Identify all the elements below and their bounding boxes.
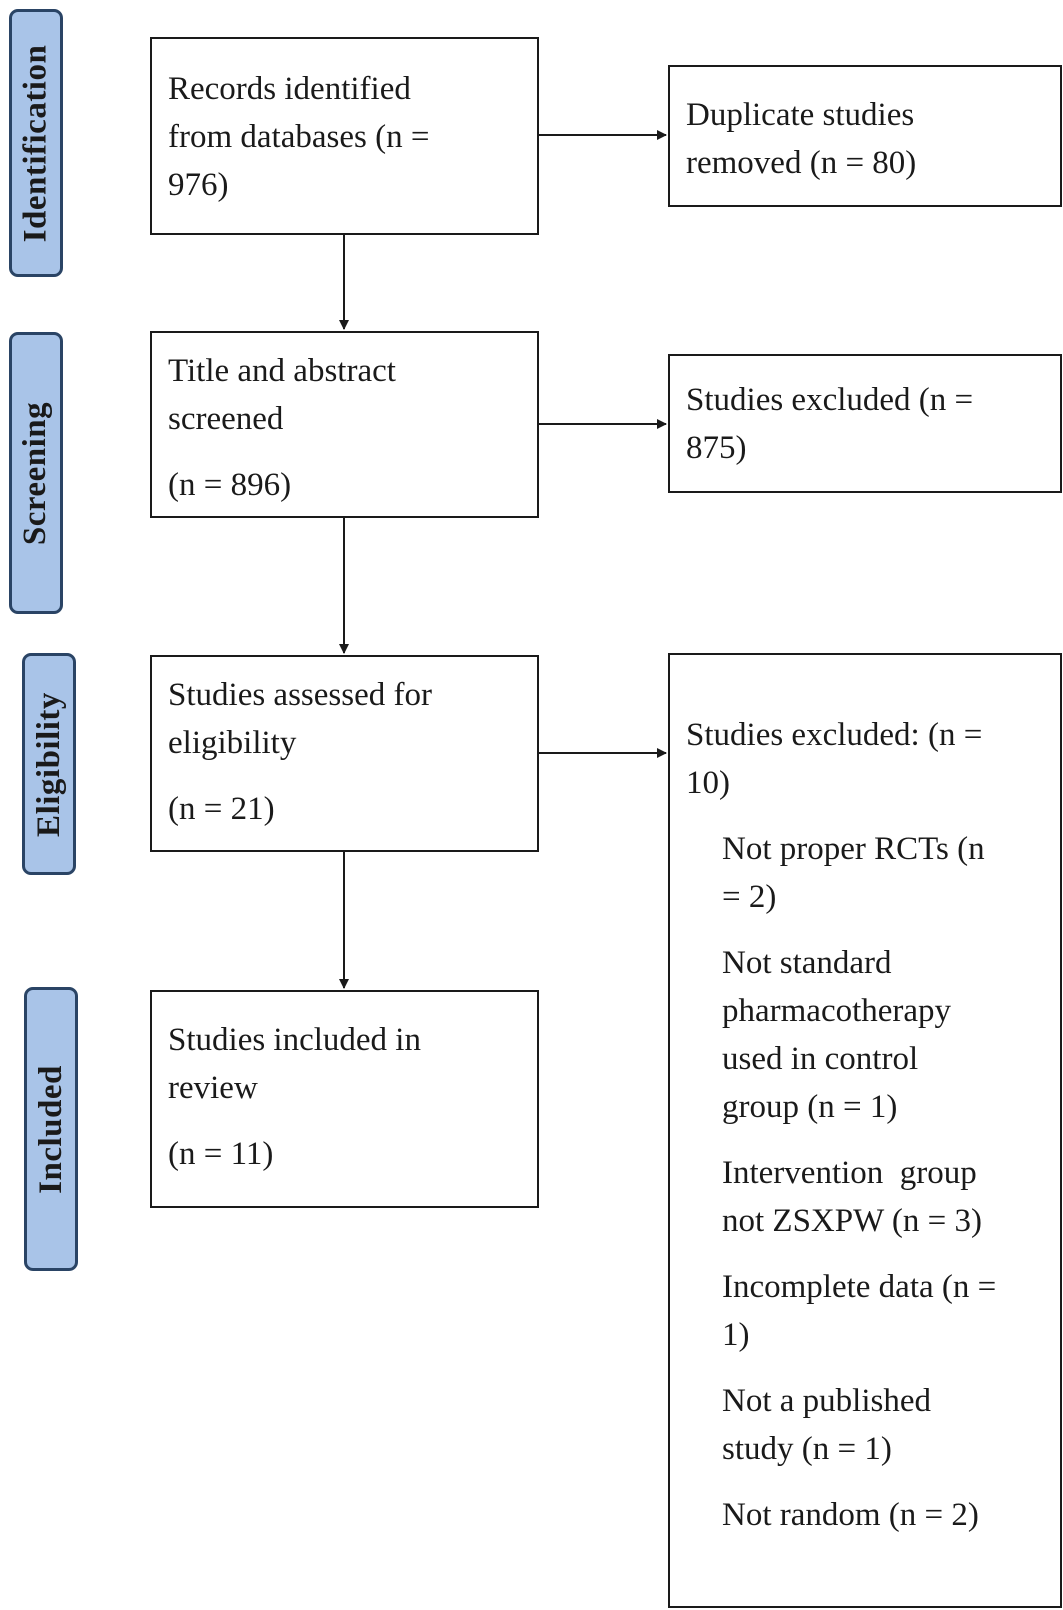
eligibility-excluded-heading-1: Studies excluded: (n = — [686, 717, 983, 753]
stage-label-identification: Identification — [9, 9, 63, 277]
reason-6-line-1: Not random (n = 2) — [722, 1497, 979, 1533]
exclusion-reason: Not proper RCTs (n = 2) — [722, 825, 1044, 921]
box-records-identified: Records identified from databases (n = 9… — [150, 37, 539, 235]
exclusion-reason: Intervention group not ZSXPW (n = 3) — [722, 1149, 1044, 1245]
box-title-abstract-screened: Title and abstract screened (n = 896) — [150, 331, 539, 518]
included-count: (n = 11) — [168, 1136, 274, 1172]
duplicates-removed-line-1: Duplicate studies — [686, 97, 915, 133]
assessed-line-1: Studies assessed for — [168, 677, 432, 713]
title-abstract-count: (n = 896) — [168, 467, 292, 503]
reason-1-line-2: = 2) — [722, 879, 777, 915]
exclusion-reason: Not random (n = 2) — [722, 1491, 1044, 1539]
exclusion-reason: Not standard pharmacotherapy used in con… — [722, 939, 1044, 1131]
reason-4-line-1: Incomplete data (n = — [722, 1269, 997, 1305]
assessed-line-2: eligibility — [168, 725, 297, 761]
box-assessed-for-eligibility: Studies assessed for eligibility (n = 21… — [150, 655, 539, 852]
stage-label-included: Included — [24, 987, 78, 1271]
included-line-2: review — [168, 1070, 258, 1106]
records-identified-line-2: from databases (n = — [168, 119, 430, 155]
reason-2-line-2: pharmacotherapy — [722, 993, 952, 1029]
reason-1-line-1: Not proper RCTs (n — [722, 831, 985, 867]
screening-excluded-line-2: 875) — [686, 430, 747, 466]
included-line-1: Studies included in — [168, 1022, 421, 1058]
assessed-count: (n = 21) — [168, 791, 275, 827]
records-identified-line-3: 976) — [168, 167, 229, 203]
reason-2-line-3: used in control — [722, 1041, 919, 1077]
exclusion-reason: Incomplete data (n = 1) — [722, 1263, 1044, 1359]
title-abstract-line-1: Title and abstract — [168, 353, 396, 389]
box-duplicates-removed: Duplicate studies removed (n = 80) — [668, 65, 1062, 207]
reason-3-line-1: Intervention group — [722, 1155, 977, 1191]
reason-2-line-4: group (n = 1) — [722, 1089, 898, 1125]
reason-4-line-2: 1) — [722, 1317, 750, 1353]
exclusion-reason: Not a published study (n = 1) — [722, 1377, 1044, 1473]
reason-5-line-2: study (n = 1) — [722, 1431, 892, 1467]
box-eligibility-excluded: Studies excluded: (n = 10) Not proper RC… — [668, 653, 1062, 1608]
duplicates-removed-line-2: removed (n = 80) — [686, 145, 917, 181]
exclusion-reasons: Not proper RCTs (n = 2) Not standard pha… — [686, 825, 1044, 1539]
title-abstract-line-2: screened — [168, 401, 284, 437]
reason-2-line-1: Not standard — [722, 945, 892, 981]
screening-excluded-line-1: Studies excluded (n = — [686, 382, 974, 418]
stage-label-screening: Screening — [9, 332, 63, 614]
reason-5-line-1: Not a published — [722, 1383, 931, 1419]
eligibility-excluded-heading-2: 10) — [686, 765, 730, 801]
box-studies-included: Studies included in review (n = 11) — [150, 990, 539, 1208]
reason-3-line-2: not ZSXPW (n = 3) — [722, 1203, 983, 1239]
box-screening-excluded: Studies excluded (n = 875) — [668, 354, 1062, 493]
stage-label-eligibility: Eligibility — [22, 653, 76, 875]
records-identified-line-1: Records identified — [168, 71, 411, 107]
